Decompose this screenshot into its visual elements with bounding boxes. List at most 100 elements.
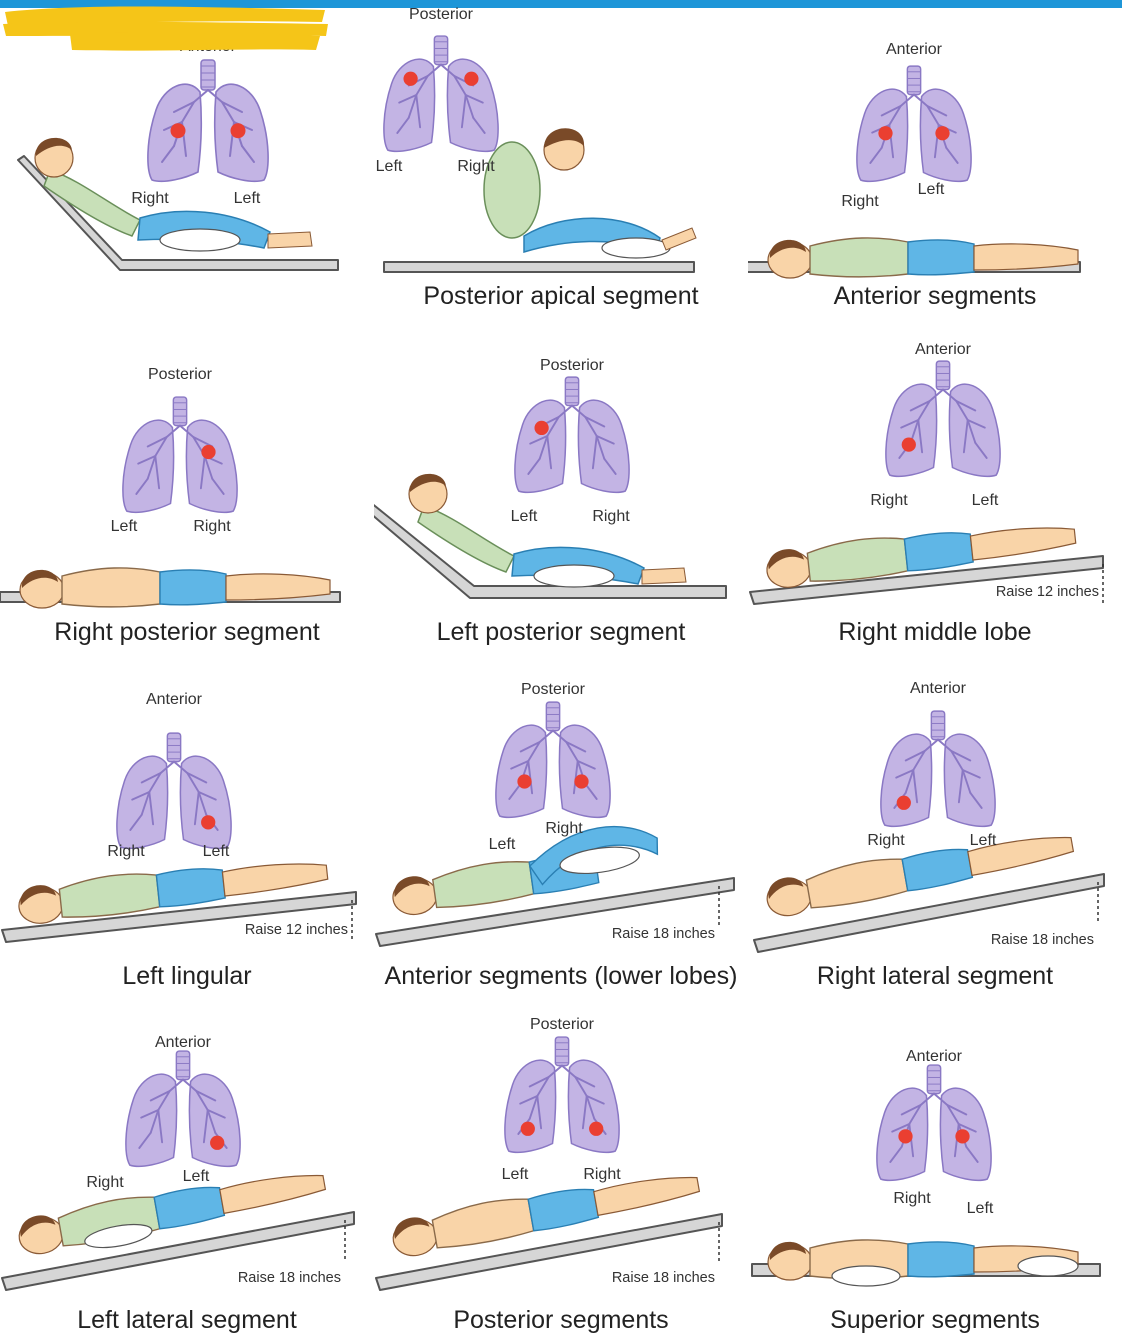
view-label: Anterior	[154, 1034, 212, 1051]
lung-right	[943, 733, 996, 828]
bronchus	[148, 791, 155, 826]
view-label: Anterior	[914, 341, 972, 358]
patient-figure	[34, 137, 313, 252]
bronchus	[955, 400, 977, 412]
affected-segment-marker	[898, 1129, 913, 1144]
bronchus	[157, 1109, 164, 1144]
panel-illustration	[375, 1036, 723, 1291]
bronchus	[519, 1095, 539, 1105]
panel-caption: Left lingular	[122, 962, 252, 990]
side-label-left: Left	[488, 836, 516, 853]
raise-label: Raise 18 inches	[611, 1270, 715, 1286]
affected-segment-marker	[574, 774, 589, 789]
patient-figure	[408, 473, 687, 588]
bronchus	[131, 791, 151, 801]
affected-segment-marker	[464, 71, 479, 86]
bronchus	[241, 145, 255, 163]
lungs-diagram	[125, 1050, 241, 1168]
bronchus	[595, 435, 615, 445]
hair	[21, 569, 58, 588]
torso	[58, 873, 161, 918]
bronchus	[591, 435, 598, 470]
lung-left	[383, 58, 436, 153]
patient-figure	[767, 1239, 1079, 1287]
torso	[805, 858, 909, 909]
side-label-right: Left	[971, 492, 999, 509]
side-label-right: Right	[457, 158, 495, 175]
bronchus	[574, 1076, 596, 1088]
tilted-table	[375, 877, 735, 947]
shorts	[907, 1241, 975, 1278]
side-label-right: Right	[583, 1166, 621, 1183]
tilted-table	[375, 1213, 723, 1291]
lung-right	[567, 1059, 620, 1154]
pillow	[84, 1223, 153, 1249]
lung-left	[885, 383, 938, 478]
side-label-left: Left	[501, 1166, 529, 1183]
bronchus	[950, 750, 972, 762]
lung-right	[577, 399, 630, 494]
affected-segment-marker	[201, 444, 216, 460]
side-label-left: Right	[867, 832, 905, 849]
panel-12: Anterior Right Left Superior segments	[748, 1008, 1122, 1341]
pillow	[601, 237, 671, 259]
pillow	[831, 1265, 901, 1287]
bronchus	[527, 760, 534, 795]
lung-right	[185, 419, 238, 514]
pillow	[533, 564, 615, 588]
panel-illustration	[375, 701, 735, 947]
affected-segment-marker	[170, 123, 186, 139]
bronchus	[912, 769, 919, 804]
lung-left	[122, 419, 175, 514]
feet	[661, 227, 697, 251]
bronchus	[546, 435, 553, 470]
bronchus	[202, 1109, 209, 1144]
panel-illustration	[17, 59, 339, 271]
bronchus	[571, 404, 606, 460]
bronchus	[937, 738, 972, 794]
bronchus	[584, 782, 598, 800]
panel-illustration	[1, 1050, 355, 1291]
bronchus	[565, 741, 587, 753]
bronchus	[186, 772, 208, 784]
bronchus	[926, 105, 948, 117]
feet	[267, 231, 313, 249]
bronchus	[961, 769, 981, 779]
bronchus	[154, 455, 161, 490]
panel-caption: Left lateral segment	[77, 1306, 297, 1334]
bronchus	[576, 760, 596, 770]
affected-segment-marker	[935, 126, 950, 141]
bronchus	[472, 116, 486, 134]
side-label-right: Right	[592, 508, 630, 525]
affected-segment-marker	[230, 123, 246, 139]
lungs-diagram	[122, 396, 238, 514]
hair	[35, 137, 72, 156]
lung-left	[116, 755, 169, 850]
patient-figure	[19, 567, 331, 609]
trachea	[166, 732, 182, 763]
view-label: Posterior	[520, 681, 586, 698]
lung-right	[446, 58, 499, 153]
raise-label: Raise 18 inches	[237, 1270, 341, 1286]
trachea	[554, 1036, 570, 1067]
panel-caption: Right posterior segment	[54, 618, 320, 646]
patient-figure	[18, 1174, 327, 1255]
hair	[394, 876, 430, 898]
bronchus	[584, 416, 606, 428]
lungs-diagram	[495, 701, 611, 819]
tilted-table	[383, 261, 695, 273]
bronchus	[129, 813, 143, 831]
hair	[768, 549, 804, 570]
trachea	[200, 59, 216, 91]
side-label-left: Left	[510, 508, 538, 525]
bronchus	[398, 94, 418, 104]
panel-6: Anterior Right Left Raise 12 inches Righ…	[748, 336, 1122, 669]
torso	[43, 169, 142, 237]
view-label: Anterior	[885, 41, 943, 58]
ankle-pillow	[1017, 1255, 1079, 1277]
bronchus	[140, 760, 175, 816]
hair	[409, 473, 446, 492]
affected-segment-marker	[955, 1129, 970, 1144]
tilted-table	[753, 873, 1105, 953]
panel-9: Anterior Right Left Raise 18 inches Righ…	[748, 672, 1122, 1005]
